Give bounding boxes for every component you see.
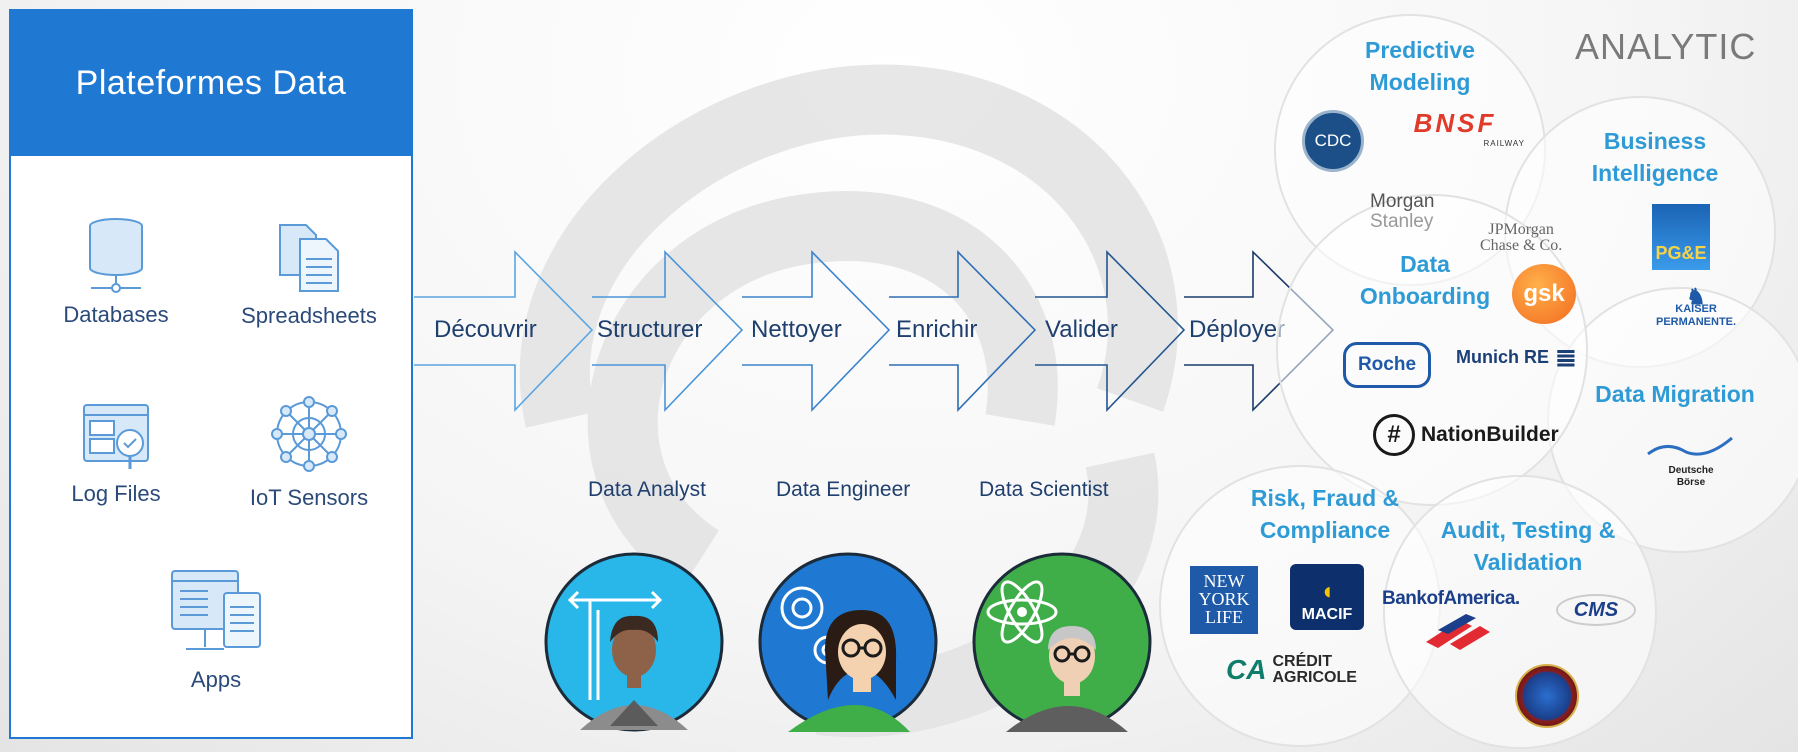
nationbuilder-logo: # NationBuilder [1373, 414, 1559, 456]
source-label: Apps [190, 667, 242, 692]
arrow-decouvrir [414, 250, 594, 412]
macif-text: MACIF [1301, 606, 1353, 623]
nyl-line: NEW [1203, 571, 1245, 591]
bnsf-sub: RAILWAY [1483, 139, 1525, 148]
kaiser-line: PERMANENTE. [1656, 316, 1737, 328]
kaiser-mark-icon: ♞ [1686, 284, 1706, 309]
morgan-line: Stanley [1370, 211, 1434, 232]
section-title-line: Data [1400, 251, 1450, 277]
arrow-structurer [592, 250, 744, 412]
spreadsheet-icon [279, 224, 339, 292]
data-engineer-avatar [758, 552, 938, 732]
step-enrichir: Enrichir [896, 316, 978, 343]
gsk-logo: gsk [1512, 264, 1576, 324]
jpmorgan-logo: JPMorgan Chase & Co. [1480, 222, 1562, 254]
section-title-line: Predictive [1365, 37, 1475, 63]
deutsche-wave-icon [1647, 436, 1733, 456]
data-scientist-avatar [972, 552, 1152, 732]
bnsf-text: BNSF [1413, 108, 1497, 138]
morgan-stanley-logo: Morgan Stanley [1370, 192, 1434, 232]
data-analyst-avatar [544, 552, 724, 732]
source-label: IoT Sensors [249, 485, 369, 510]
step-nettoyer: Nettoyer [751, 316, 842, 343]
source-iot-sensors: IoT Sensors [224, 391, 394, 511]
step-decouvrir: Découvrir [434, 316, 537, 343]
agency-seal-logo [1515, 664, 1579, 728]
role-data-scientist: Data Scientist [979, 478, 1109, 501]
section-title-line: Modeling [1369, 69, 1471, 95]
step-structurer: Structurer [597, 316, 703, 343]
morgan-line: Morgan [1370, 191, 1435, 212]
kaiser-line: KAISER [1675, 303, 1717, 315]
section-audit-testing-validation: Audit, Testing & Validation [1418, 514, 1638, 578]
section-data-migration: Data Migration [1595, 381, 1755, 407]
log-file-icon [83, 404, 149, 469]
deutsche-line: Börse [1676, 477, 1706, 488]
section-title-line: Intelligence [1591, 160, 1719, 186]
section-title-line: Risk, Fraud & [1250, 485, 1400, 511]
roche-logo: Roche [1343, 342, 1431, 388]
credit-agricole-mark-icon: CA [1226, 654, 1267, 685]
deutsche-borse-logo: Deutsche Börse [1646, 434, 1736, 489]
onboarding-bubble [1276, 194, 1588, 506]
apps-icon [171, 570, 261, 650]
source-databases: Databases [31, 216, 201, 328]
section-title-line: Validation [1473, 549, 1583, 575]
panel-title: Plateformes Data [11, 11, 411, 156]
arrow-enrichir [889, 250, 1037, 412]
macif-logo: ◖ MACIF [1290, 564, 1364, 630]
nationbuilder-mark-icon: # [1373, 414, 1415, 456]
nyl-line: YORK [1198, 589, 1250, 609]
section-title-line: Compliance [1259, 517, 1391, 543]
cms-logo: CMS [1556, 594, 1636, 626]
arrow-valider [1035, 250, 1186, 412]
bank-of-america-logo: BankofAmerica. [1382, 588, 1520, 609]
munich-mark-icon: ≣ [1555, 342, 1577, 372]
source-label: Log Files [71, 481, 161, 506]
pge-logo: PG&E [1652, 204, 1710, 270]
analytic-label: ANALYTIC [1575, 26, 1757, 67]
jpm-line: Chase & Co. [1480, 237, 1563, 254]
source-apps: Apps [131, 567, 301, 693]
role-avatars [544, 552, 1152, 732]
section-predictive-modeling: Predictive Modeling [1320, 34, 1520, 98]
role-data-engineer: Data Engineer [776, 478, 911, 501]
data-platforms-panel: Plateformes Data Databases [9, 9, 413, 739]
nyl-line: LIFE [1205, 607, 1243, 627]
cdc-logo: CDC [1302, 110, 1364, 172]
audit-bubble [1383, 475, 1657, 749]
arrow-nettoyer [742, 250, 891, 412]
section-title-line: Onboarding [1359, 283, 1491, 309]
deutsche-line: Deutsche [1668, 465, 1714, 476]
step-deployer: Déployer [1189, 316, 1286, 343]
source-label: Databases [63, 302, 169, 327]
source-label: Spreadsheets [241, 303, 377, 328]
role-data-analyst: Data Analyst [588, 478, 706, 501]
nationbuilder-text: NationBuilder [1421, 423, 1559, 446]
database-icon [89, 218, 143, 293]
jpm-line: JPMorgan [1488, 221, 1554, 238]
section-title-line: Audit, Testing & [1440, 517, 1616, 543]
iot-sensor-icon [271, 396, 347, 472]
source-spreadsheets: Spreadsheets [224, 221, 394, 329]
section-risk-fraud-compliance: Risk, Fraud & Compliance [1220, 482, 1430, 546]
step-valider: Valider [1045, 316, 1118, 343]
ca-line: CRÉDIT [1272, 653, 1333, 670]
munich-text: Munich RE [1456, 347, 1549, 367]
section-data-onboarding: Data Onboarding [1340, 248, 1510, 312]
new-york-life-logo: NEW YORK LIFE [1190, 566, 1258, 634]
bnsf-logo: BNSF RAILWAY [1385, 108, 1525, 148]
section-title-line: Business [1603, 128, 1707, 154]
macif-mark-icon: ◖ [1319, 578, 1335, 605]
munich-re-logo: Munich RE ≣ [1456, 342, 1577, 373]
bank-of-america-flag-icon [1426, 614, 1490, 650]
section-business-intelligence: Business Intelligence [1555, 125, 1755, 189]
kaiser-logo: ♞ KAISER PERMANENTE. [1656, 284, 1737, 329]
source-log-files: Log Files [31, 401, 201, 507]
ca-line: AGRICOLE [1272, 669, 1357, 686]
